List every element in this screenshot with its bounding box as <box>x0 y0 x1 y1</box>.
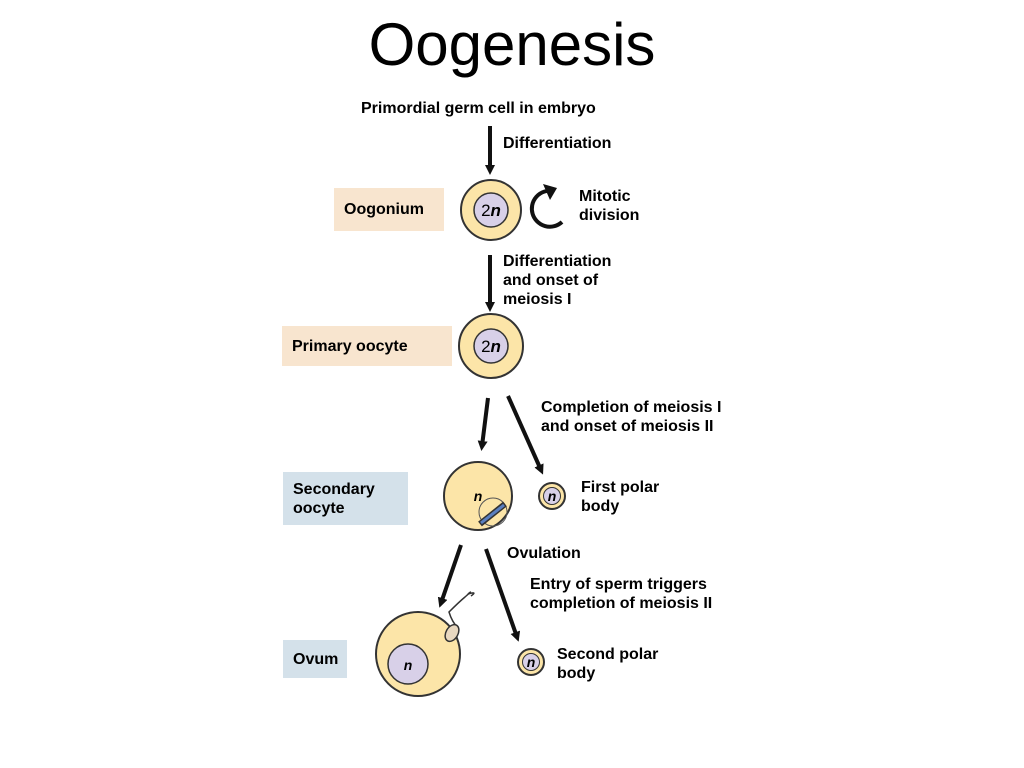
stage-ovum: Ovum <box>283 640 347 678</box>
annotation-mitotic-line-1: Mitotic <box>579 188 631 205</box>
annotation-mitotic-line-2: division <box>579 207 640 224</box>
first-polar-body-cell: n <box>538 482 566 510</box>
primary-oocyte-cell: 2n <box>458 313 524 379</box>
annotation-onset-meiosis-1: Differentiation and onset of meiosis I <box>503 252 611 309</box>
annotation-second-polar-line-2: body <box>557 665 596 682</box>
page-title: Oogenesis <box>368 11 656 78</box>
annotation-sperm-entry: Entry of sperm triggers completion of me… <box>530 575 712 613</box>
secondary-ploidy: n <box>474 488 483 504</box>
primary-ploidy-sym: n <box>491 337 501 356</box>
svg-text:2n: 2n <box>481 201 501 220</box>
stage-oogonium: Oogonium <box>334 188 444 231</box>
stage-secondary-oocyte-label-2: oocyte <box>293 499 345 517</box>
arrow-to-secondary-oocyte <box>477 397 490 451</box>
arrow-to-first-polar-body <box>506 395 544 475</box>
oogonium-ploidy-num: 2 <box>481 201 490 220</box>
annotation-sperm-line-2: completion of meiosis II <box>530 595 713 612</box>
annotation-onset-line-1: Differentiation <box>503 253 612 270</box>
annotation-ovulation: Ovulation <box>507 545 581 562</box>
annotation-first-polar-line-1: First polar <box>581 479 660 496</box>
annotation-first-polar-line-2: body <box>581 498 620 515</box>
mitotic-cycle-arrow-icon <box>529 188 564 229</box>
arrow-to-second-polar-body <box>484 548 521 642</box>
annotation-start: Primordial germ cell in embryo <box>361 100 596 117</box>
arrow-to-ovum <box>437 544 463 608</box>
svg-text:2n: 2n <box>481 337 501 356</box>
annotation-mitotic-division: Mitotic division <box>579 187 639 225</box>
first-polar-ploidy: n <box>548 488 557 504</box>
ovum-ploidy: n <box>404 657 413 673</box>
oogonium-cell: 2n <box>460 179 522 241</box>
annotation-first-polar-body: First polar body <box>581 478 659 516</box>
annotation-onset-line-3: meiosis I <box>503 291 572 308</box>
annotation-onset-line-2: and onset of <box>503 272 599 289</box>
annotation-completion-line-1: Completion of meiosis I <box>541 399 722 416</box>
stage-ovum-label: Ovum <box>293 650 339 668</box>
ovum-cell: n <box>375 591 475 697</box>
annotation-completion-line-2: and onset of meiosis II <box>541 418 714 435</box>
annotation-sperm-line-1: Entry of sperm triggers <box>530 576 707 593</box>
annotation-differentiation: Differentiation <box>503 135 612 152</box>
stage-primary-oocyte: Primary oocyte <box>282 326 452 366</box>
annotation-second-polar-body: Second polar body <box>557 645 658 683</box>
stage-oogonium-label: Oogonium <box>344 201 424 218</box>
stage-primary-oocyte-label: Primary oocyte <box>292 337 408 355</box>
oogonium-ploidy-sym: n <box>491 201 501 220</box>
second-polar-body-cell: n <box>517 648 545 676</box>
second-polar-ploidy: n <box>527 654 536 670</box>
secondary-oocyte-cell: n <box>443 461 513 531</box>
annotation-second-polar-line-1: Second polar <box>557 646 659 663</box>
sperm-icon <box>448 591 475 629</box>
annotation-completion-meiosis-1: Completion of meiosis I and onset of mei… <box>541 398 721 436</box>
stage-secondary-oocyte: Secondary oocyte <box>283 472 408 525</box>
stage-secondary-oocyte-label-1: Secondary <box>293 480 375 498</box>
primary-ploidy-num: 2 <box>481 337 490 356</box>
mitotic-arrowhead-icon <box>543 184 557 200</box>
